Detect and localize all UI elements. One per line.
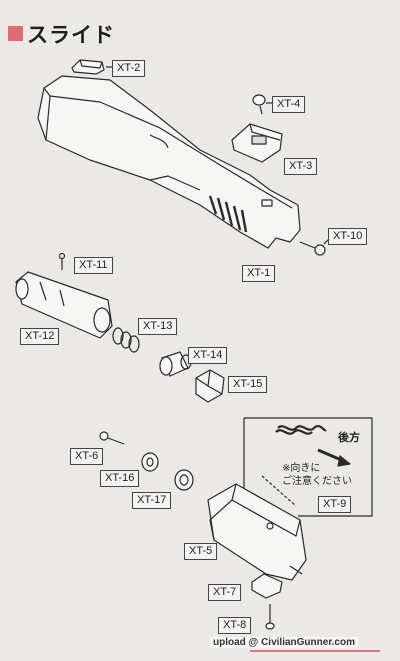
- cylinder-housing-part: [207, 483, 307, 581]
- label-xt17: XT-17: [132, 492, 172, 509]
- label-xt15: XT-15: [228, 376, 268, 393]
- direction-arrow: [317, 448, 351, 467]
- rear-sight-part: [71, 59, 105, 75]
- label-xt8: XT-8: [218, 617, 252, 634]
- label-xt14: XT-14: [188, 347, 228, 364]
- sight-base-part: [231, 123, 283, 163]
- slide-body-part: [37, 75, 301, 249]
- label-xt9: XT-9: [318, 496, 352, 513]
- valve-part: [159, 351, 192, 377]
- watermark: upload @ CivilianGunner.com: [210, 637, 358, 648]
- recoil-spring-part: [275, 424, 327, 435]
- loading-nozzle-part: [15, 271, 113, 339]
- guide-rod-part: [261, 475, 297, 507]
- label-xt12: XT-12: [20, 328, 60, 345]
- label-xt11: XT-11: [74, 257, 113, 274]
- label-xt10: XT-10: [328, 228, 368, 245]
- pin-part: [58, 252, 66, 270]
- caution-line-1: ※向きに: [282, 463, 321, 474]
- label-xt6: XT-6: [70, 448, 104, 465]
- sear-part: [251, 573, 283, 599]
- caution-line-2: ご注意ください: [282, 476, 352, 487]
- section-marker: [8, 26, 23, 41]
- screw-part: [299, 241, 326, 256]
- label-xt13: XT-13: [138, 318, 178, 335]
- label-xt7: XT-7: [208, 584, 242, 601]
- label-xt16: XT-16: [100, 470, 140, 487]
- screw-part: [252, 94, 266, 115]
- washer-part: [141, 452, 159, 472]
- label-xt3: XT-3: [284, 158, 318, 175]
- label-xt5: XT-5: [184, 543, 218, 560]
- nozzle-block-part: [195, 369, 225, 403]
- screw-part: [265, 604, 275, 630]
- label-xt1: XT-1: [242, 265, 276, 282]
- o-ring-set-part: [112, 327, 140, 353]
- section-title: スライド: [27, 24, 115, 47]
- ring-part: [174, 469, 194, 491]
- label-xt2: XT-2: [112, 60, 146, 77]
- screw-part: [99, 431, 125, 445]
- label-xt4: XT-4: [272, 96, 306, 113]
- direction-note: 後方: [338, 432, 360, 444]
